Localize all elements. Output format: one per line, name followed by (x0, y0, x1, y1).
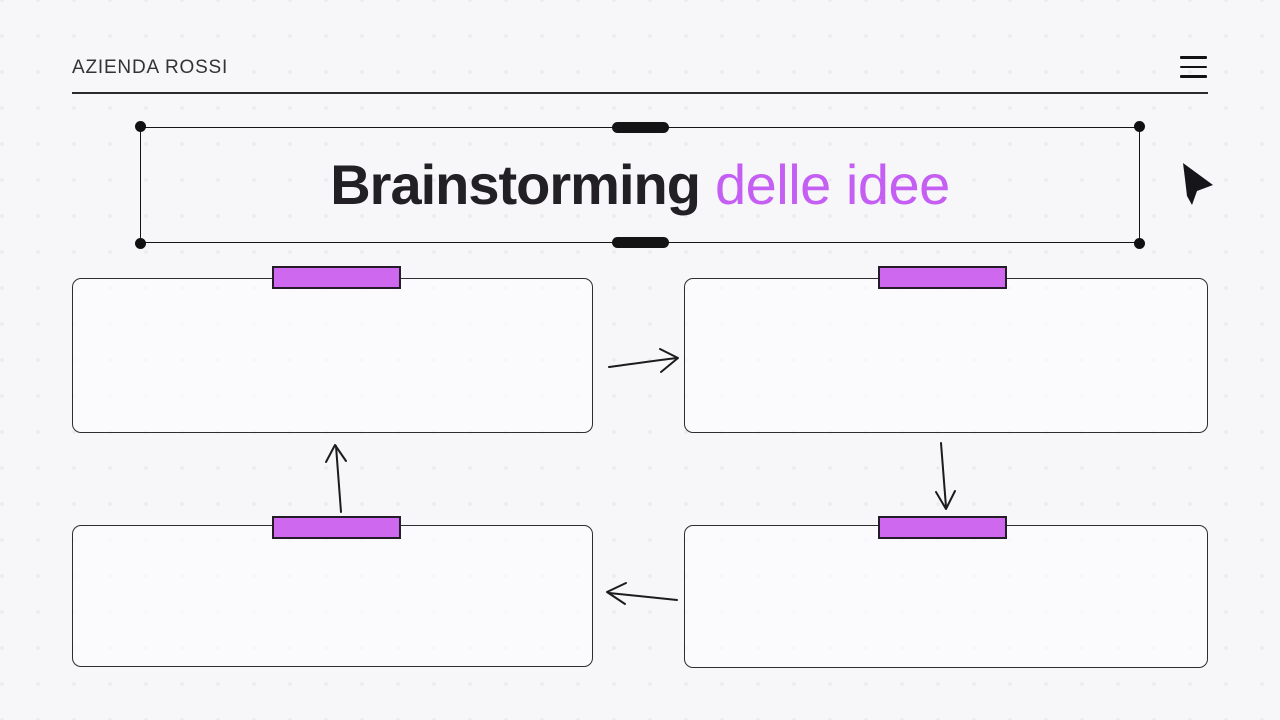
resize-handle-bottom-right[interactable] (1134, 238, 1145, 249)
resize-handle-bottom-center[interactable] (612, 237, 669, 248)
idea-box-bottom-right[interactable] (684, 525, 1208, 668)
purple-tab-bottom-left[interactable] (272, 516, 401, 539)
resize-handle-top-center[interactable] (612, 122, 669, 133)
resize-handle-top-right[interactable] (1134, 121, 1145, 132)
idea-box-bottom-left[interactable] (72, 525, 593, 667)
page-title[interactable]: Brainstorming delle idee (141, 128, 1139, 241)
purple-tab-top-right[interactable] (878, 266, 1007, 289)
title-text-primary: Brainstorming (330, 153, 701, 216)
resize-handle-bottom-left[interactable] (135, 238, 146, 249)
title-selection-box[interactable]: Brainstorming delle idee (135, 121, 1145, 249)
brand-title: AZIENDA ROSSI (72, 57, 229, 78)
hamburger-menu-icon[interactable] (1180, 56, 1208, 78)
idea-box-top-left[interactable] (72, 278, 593, 433)
title-text-accent: delle idee (699, 153, 950, 216)
resize-handle-top-left[interactable] (135, 121, 146, 132)
hamburger-bar (1180, 75, 1207, 78)
hamburger-bar (1180, 65, 1207, 69)
arrow-left-icon[interactable] (606, 582, 678, 605)
idea-box-top-right[interactable] (684, 278, 1208, 433)
purple-tab-bottom-right[interactable] (878, 516, 1007, 539)
hamburger-bar (1180, 56, 1207, 59)
header-divider (72, 92, 1208, 94)
arrow-right-icon[interactable] (608, 348, 679, 373)
purple-tab-top-left[interactable] (272, 266, 401, 289)
pointer-cursor-icon (1183, 163, 1213, 205)
arrow-up-icon[interactable] (325, 444, 347, 513)
arrow-down-icon[interactable] (935, 442, 956, 510)
